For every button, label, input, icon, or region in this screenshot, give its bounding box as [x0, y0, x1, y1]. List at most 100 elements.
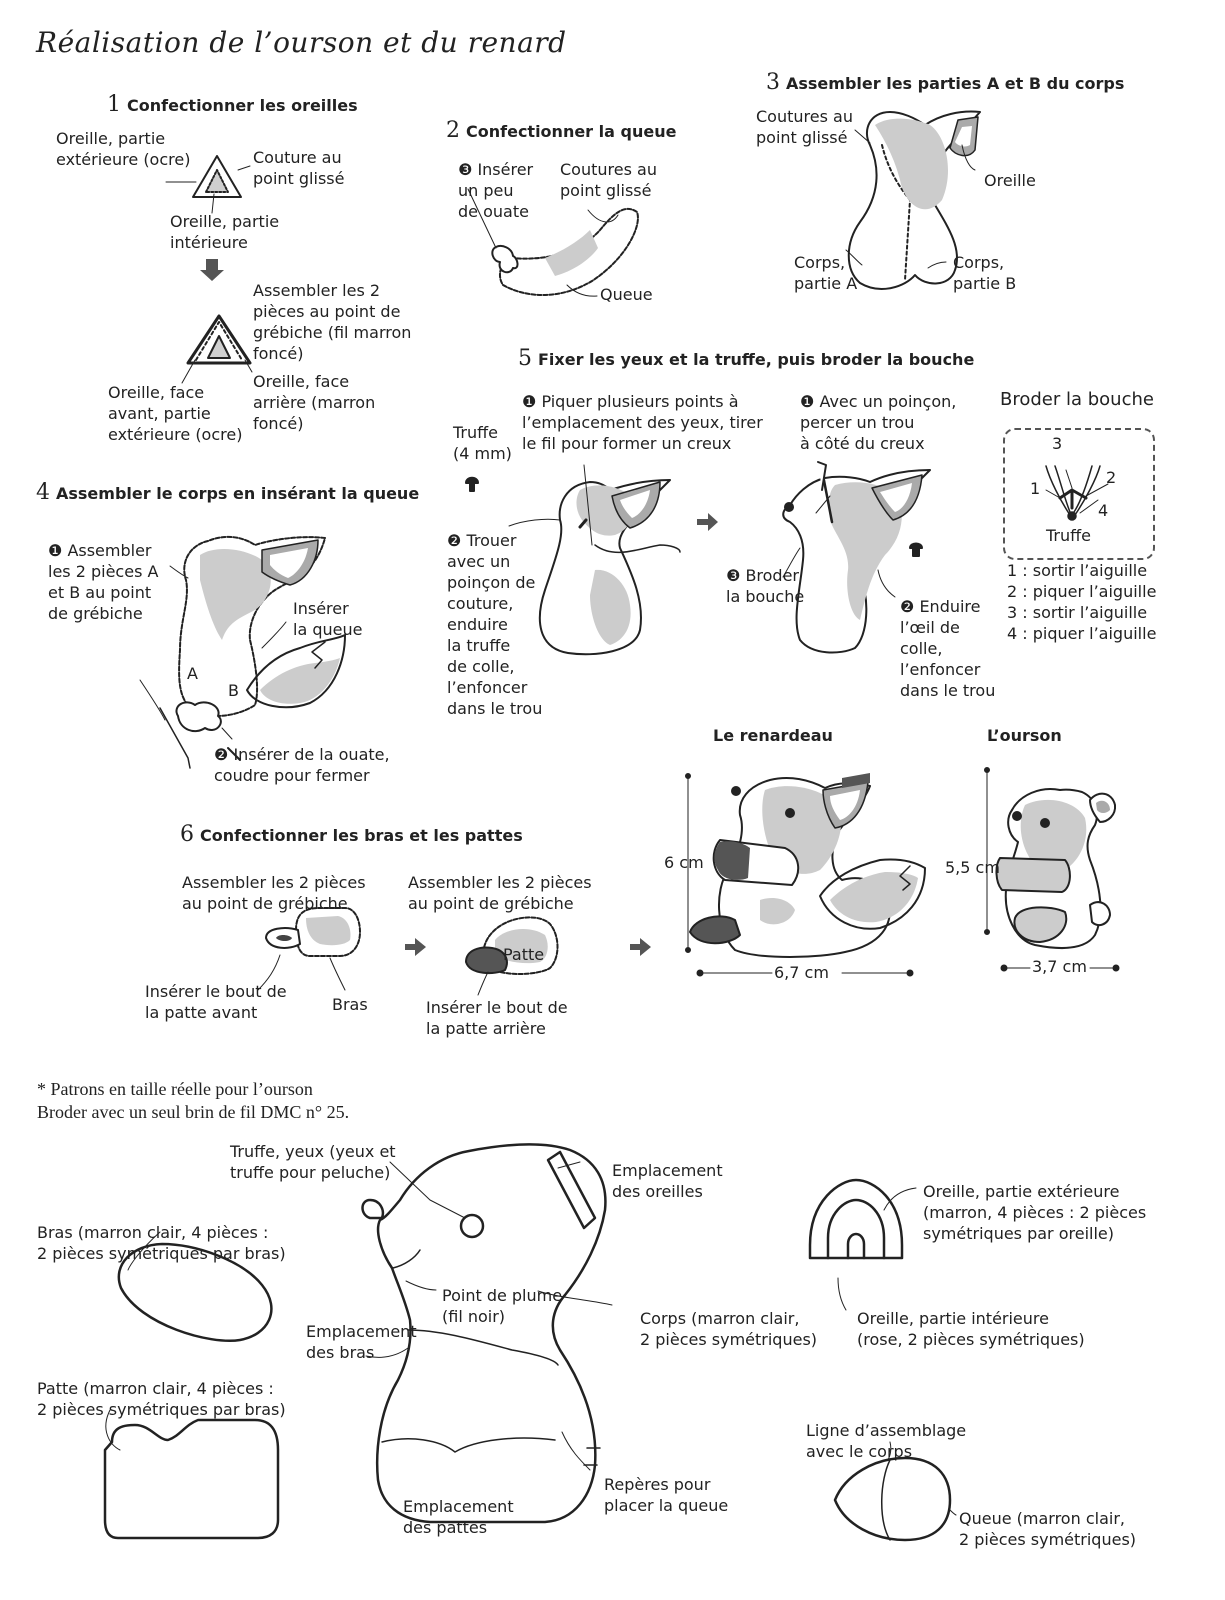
label-pattern-reperes: Repères pour placer la queue: [604, 1475, 729, 1515]
finished-fox-drawing: [685, 773, 926, 977]
finished-bear-drawing: [984, 767, 1120, 972]
label-poincon: ❶ Avec un poinçon, percer un trou à côté…: [800, 392, 957, 453]
label-body-a: Corps, partie A: [794, 253, 858, 293]
label-patte: Patte: [503, 945, 545, 964]
fox-title: Le renardeau: [713, 726, 833, 745]
bear-width: 3,7 cm: [1032, 957, 1087, 976]
eye-icon: [909, 542, 923, 557]
label-ear-couture: Couture au point glissé: [253, 148, 345, 188]
label-piquer-text: Piquer plusieurs points à l’emplacement …: [522, 392, 763, 453]
label-pattern-patte: Patte (marron clair, 4 pièces : 2 pièces…: [37, 1379, 286, 1419]
label-piquer: ❶ Piquer plusieurs points à l’emplacemen…: [522, 392, 763, 453]
label-bout-avant: Insérer le bout de la patte avant: [145, 982, 287, 1022]
assembled-ear-drawing: [186, 314, 252, 365]
step6-title: Confectionner les bras et les pattes: [200, 826, 523, 845]
pattern-tail: [833, 1456, 952, 1542]
label-pattern-ligne: Ligne d’assemblage avec le corps: [806, 1421, 967, 1461]
mouth-diagram-box: [1003, 428, 1155, 560]
pattern-note: * Patrons en taille réelle pour l’ourson…: [37, 1079, 350, 1122]
mouth-step-3: 3: [1052, 434, 1063, 453]
pattern-body: [361, 1143, 607, 1524]
label-pattern-truffe: Truffe, yeux (yeux et truffe pour peluch…: [230, 1142, 396, 1182]
label-body-b: Corps, partie B: [953, 253, 1017, 293]
label-trouer: ❷ Trouer avec un poinçon de couture, end…: [447, 531, 543, 718]
label-pattern-empl-bras: Emplacement des bras: [306, 1322, 417, 1362]
pattern-arm: [117, 1242, 273, 1342]
pattern-ear: [808, 1178, 904, 1260]
step3-title: Assembler les parties A et B du corps: [786, 74, 1125, 93]
step5-number: 5: [518, 346, 532, 371]
label-pattern-queue: Queue (marron clair, 2 pièces symétrique…: [959, 1509, 1137, 1549]
ear-piece-drawing: [192, 155, 242, 198]
right-arrow-icon: [697, 513, 718, 531]
label-truffe: Truffe (4 mm): [453, 423, 512, 463]
step4-title: Assembler le corps en insérant la queue: [56, 484, 420, 503]
down-arrow-icon: [200, 259, 224, 281]
step4-number: 4: [36, 480, 50, 505]
label-ouate: ❷ Insérer de la ouate, coudre pour ferme…: [214, 745, 390, 785]
label-pattern-oreille-ext: Oreille, partie extérieure (marron, 4 pi…: [923, 1182, 1147, 1243]
label-bras: Bras: [332, 995, 368, 1014]
fox-height: 6 cm: [664, 853, 704, 872]
right-arrow-icon-2: [405, 938, 426, 956]
broder-bouche-title: Broder la bouche: [1000, 389, 1154, 410]
label-body-coutures: Coutures au point glissé: [756, 107, 853, 147]
label-bout-arriere: Insérer le bout de la patte arrière: [426, 998, 568, 1038]
mouth-step-2: 2: [1106, 468, 1117, 487]
label-pattern-corps: Corps (marron clair, 2 pièces symétrique…: [640, 1309, 818, 1349]
label-broder: ❸ Broder la bouche: [726, 566, 805, 606]
label-ear-arriere: Oreille, face arrière (marron foncé): [253, 372, 376, 433]
mouth-step-4: 4: [1098, 501, 1109, 520]
mouth-instruction-4: 4 : piquer l’aiguille: [1007, 624, 1157, 643]
mouth-diagram: [1045, 465, 1109, 521]
label-pattern-plume: Point de plume (fil noir): [442, 1286, 563, 1326]
step5-title: Fixer les yeux et la truffe, puis broder…: [538, 350, 975, 369]
step6-number: 6: [180, 822, 194, 847]
fox-eyes-drawing: [538, 479, 681, 656]
step5-heading: 5 Fixer les yeux et la truffe, puis brode…: [518, 346, 974, 371]
leg-drawing: [465, 916, 559, 975]
label-pattern-oreille-int: Oreille, partie intérieure (rose, 2 pièc…: [857, 1309, 1085, 1349]
label-poincon-text: Avec un poinçon, percer un trou à côté d…: [800, 392, 957, 453]
step1-heading: 1 Confectionner les oreilles: [107, 92, 358, 117]
truffe-icon: [465, 476, 479, 492]
mouth-step-1: 1: [1030, 479, 1041, 498]
label-insert-tail: Insérer la queue: [293, 599, 363, 639]
fox-mouth-drawing: [782, 461, 931, 654]
label-ouate-text: Insérer de la ouate, coudre pour fermer: [214, 745, 390, 785]
bear-height: 5,5 cm: [945, 858, 1000, 877]
label-part-a: A: [187, 664, 198, 683]
label-pattern-empl-pattes: Emplacement des pattes: [403, 1497, 514, 1537]
fox-width: 6,7 cm: [774, 963, 829, 982]
step6-heading: 6 Confectionner les bras et les pattes: [180, 822, 523, 847]
label-ear-assembler: Assembler les 2 pièces au point de grébi…: [253, 281, 412, 363]
label-tail-inserer: ❸ Insérer un peu de ouate: [458, 160, 534, 221]
step1-title: Confectionner les oreilles: [127, 96, 358, 115]
tail-drawing: [491, 207, 639, 296]
label-assembly-text: Assembler les 2 pièces A et B au point d…: [48, 541, 159, 623]
mouth-instruction-3: 3 : sortir l’aiguille: [1007, 603, 1148, 622]
right-arrow-icon-3: [630, 938, 651, 956]
label-trouer-text: Trouer avec un poinçon de couture, endui…: [447, 531, 543, 718]
body-ab-drawing: [847, 110, 981, 290]
step3-number: 3: [766, 70, 780, 95]
step3-heading: 3 Assembler les parties A et B du corps: [766, 70, 1124, 95]
label-tail-coutures: Coutures au point glissé: [560, 160, 657, 200]
label-ear-avant: Oreille, face avant, partie extérieure (…: [108, 383, 243, 444]
label-pattern-oreilles: Emplacement des oreilles: [612, 1161, 723, 1201]
label-part-b: B: [228, 681, 239, 700]
mouth-instruction-2: 2 : piquer l’aiguille: [1007, 582, 1157, 601]
step1-number: 1: [107, 92, 121, 117]
pattern-leg: [103, 1418, 280, 1540]
label-assembler-leg: Assembler les 2 pièces au point de grébi…: [408, 873, 592, 913]
label-body-oreille: Oreille: [984, 171, 1036, 190]
label-tail-queue: Queue: [600, 285, 653, 304]
label-assembly-bullet: ❶ Assembler les 2 pièces A et B au point…: [48, 541, 159, 623]
label-ear-ext: Oreille, partie extérieure (ocre): [56, 129, 191, 169]
body-assembly-drawing: [139, 535, 346, 769]
label-pattern-bras: Bras (marron clair, 4 pièces : 2 pièces …: [37, 1223, 286, 1263]
arm-drawing: [265, 907, 361, 957]
step2-title: Confectionner la queue: [466, 122, 677, 141]
